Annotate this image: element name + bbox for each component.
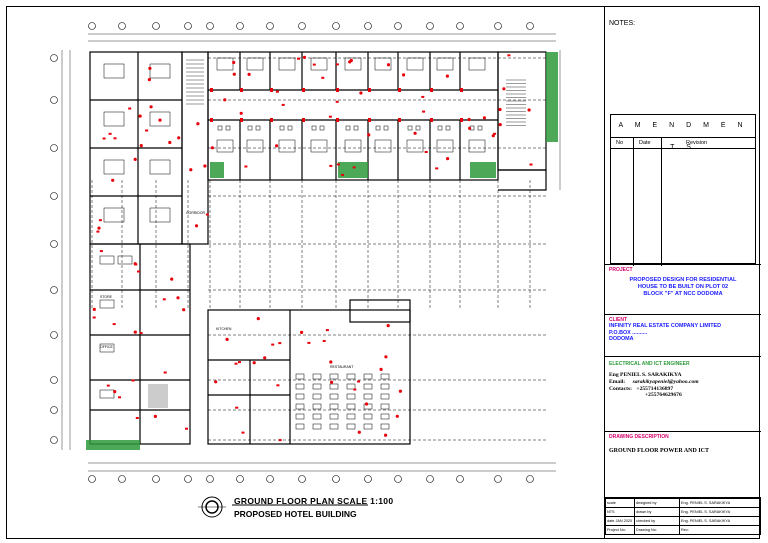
label-office: OFFICE (100, 345, 113, 349)
plan-title-symbol (198, 496, 368, 518)
info-grid: scale designed by Eng. PENIEL S. SARAKIK… (605, 497, 761, 539)
date: JAN 2020 (615, 519, 633, 523)
info-table: scale designed by Eng. PENIEL S. SARAKIK… (605, 498, 761, 535)
structural-grid (91, 57, 546, 441)
title-block: NOTES: A M E N D M E N T S No Date Revis… (604, 6, 761, 539)
description-value: GROUND FLOOR POWER AND ICT (609, 448, 710, 454)
amendments-columns: No Date Revision (611, 138, 755, 266)
contacts-label: Contacts: (609, 385, 632, 392)
label-corridor: CORRIDOR (186, 211, 206, 215)
rev-label: Rev: (679, 525, 761, 535)
plan-title: GROUND FLOOR PLAN SCALE 1:100 (234, 496, 394, 506)
engineer-email-row: Email: sarakikyapeniel@yahoo.com (609, 379, 761, 386)
engineer-phone-2: +255764629676 (645, 392, 682, 399)
label-store: STORE (100, 295, 113, 299)
engineer-contacts-row: Contacts: +255714136897 (609, 386, 761, 393)
client-line-3: DODOMA (609, 336, 634, 342)
stair-right (506, 79, 526, 126)
amendments-title: A M E N D M E N T S (611, 115, 755, 151)
checked-by: Eng. PENIEL S. SARAKIKYA (679, 516, 761, 526)
project-line-3: BLOCK "F" AT NCC DODOMA (643, 291, 723, 297)
power-symbols (92, 54, 533, 442)
project-line-1: PROPOSED DESIGN FOR RESIDENTIAL (629, 277, 737, 283)
client-block: CLIENT INFINITY REAL ESTATE COMPANY LIMI… (605, 314, 761, 356)
scale-value: NTS (605, 507, 635, 517)
label-restaurant: RESTAURANT (330, 365, 354, 369)
restaurant-tables (295, 373, 390, 430)
col-no: No (616, 140, 624, 146)
dimension-lines (61, 33, 561, 472)
plan-subtitle: PROPOSED HOTEL BUILDING (234, 509, 357, 519)
scale-label: scale (605, 498, 635, 508)
designed-by-label: designed by (634, 498, 680, 508)
designed-by: Eng. PENIEL S. SARAKIKYA (679, 498, 761, 508)
notes-label: NOTES: (609, 20, 636, 27)
project-block: PROJECT PROPOSED DESIGN FOR RESIDENTIAL … (605, 264, 761, 314)
sheet-border (6, 6, 760, 539)
engineer-block: ELECTRICAL AND ICT ENGINEER Eng PENIEL S… (605, 356, 761, 431)
top-wing (207, 51, 547, 191)
description-block: DRAWING DESCRIPTION GROUND FLOOR POWER A… (605, 431, 761, 497)
amendments-table: A M E N D M E N T S No Date Revision (610, 114, 756, 266)
date-value: date JAN 2020 (605, 516, 635, 526)
engineer-name: Eng PENIEL S. SARAKIKYA (609, 372, 682, 378)
plan-labels: STORE OFFICE KITCHEN CORRIDOR RESTAURANT (100, 211, 354, 369)
project-line-2: HOUSE TO BE BUILT ON PLOT 02 (637, 284, 729, 290)
drawing-no-label: Drawing No: (634, 525, 680, 535)
date-label: date (607, 519, 615, 523)
project-no-label: Project No: (605, 525, 635, 535)
checked-by-label: checked by (634, 516, 680, 526)
landscape-hatch (86, 52, 558, 450)
col-date: Date (639, 140, 651, 146)
drawn-by-label: drawn by (634, 507, 680, 517)
restaurant-block (207, 299, 411, 445)
grid-bubbles (50, 22, 534, 483)
client-line-1: INFINITY REAL ESTATE COMPANY LIMITED (609, 323, 722, 329)
label-kitchen: KITCHEN (216, 327, 232, 331)
client-label: CLIENT (609, 317, 628, 323)
drawn-by: Eng. PENIEL S. SARAKIKYA (679, 507, 761, 517)
stair-left (148, 59, 204, 408)
description-label: DRAWING DESCRIPTION (609, 434, 669, 440)
col-revision: Revision (686, 140, 708, 146)
engineer-phone-1: +255714136897 (636, 385, 674, 392)
client-line-2: P.O.BOX .......... (609, 329, 648, 336)
room-furniture (99, 57, 486, 399)
email-label: Email: (609, 378, 626, 385)
engineer-email: sarakikyapeniel@yahoo.com (632, 378, 699, 385)
project-label: PROJECT (609, 267, 633, 273)
engineer-label: ELECTRICAL AND ICT ENGINEER (609, 361, 690, 367)
